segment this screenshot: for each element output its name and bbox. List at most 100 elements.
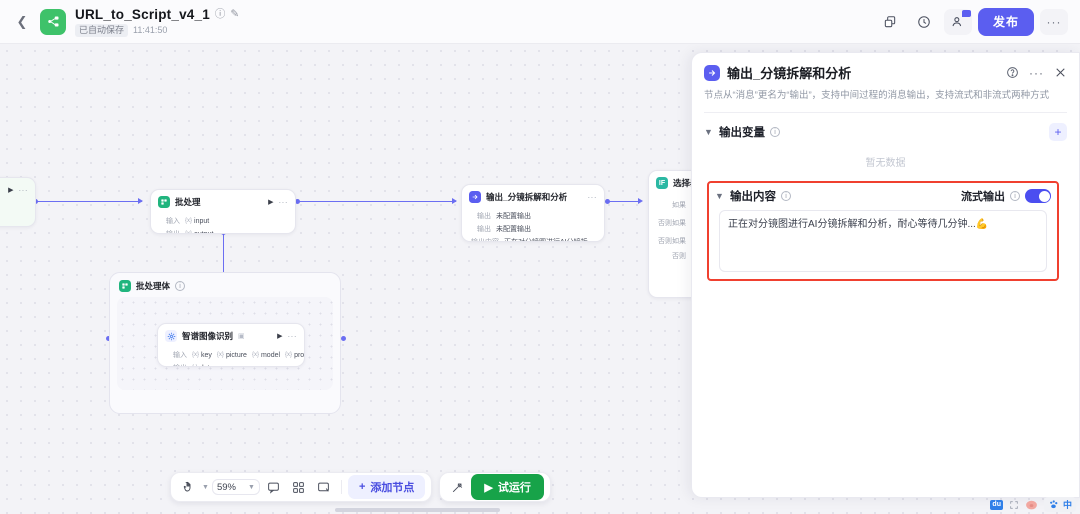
io-label: 输入 [166,218,180,225]
node-io-row: 输出 {x} output [158,229,288,234]
test-run-label: 试运行 [497,482,531,494]
play-icon[interactable]: ▶ [277,333,283,340]
io-value: data [200,365,214,367]
help-circle-icon[interactable] [1006,66,1019,79]
io-value: picture [225,351,247,359]
chevron-down-icon[interactable]: ▼ [704,127,713,137]
io-value: 未配置输出 [496,213,531,220]
ime-indicator[interactable]: 中 [1043,497,1076,512]
edit-icon[interactable]: ✎ [230,7,240,20]
node-more-icon[interactable]: ··· [278,197,288,207]
duplicate-icon[interactable] [876,9,904,35]
toolbar-divider [340,480,342,494]
canvas-toolbar: ▼ 59% ▼ [170,472,551,502]
output-content-editor[interactable]: 正在对分镜图进行AI分镜拆解和分析，耐心等待几分钟...💪 [719,210,1047,272]
section-title: 输出内容 [730,191,776,203]
io-label: 否则如果 [658,237,686,245]
play-icon: ▶ [484,481,493,494]
info-icon[interactable]: ⓘ [214,7,226,20]
close-icon[interactable] [1054,66,1067,79]
io-label: 输出 [158,229,180,233]
magic-wand-icon[interactable] [446,477,468,498]
section-output-content: ▼ 输出内容 i 流式输出 i 正在对分镜图进行AI分镜拆解和分析，耐心等待几分… [692,178,1079,281]
auto-layout-icon[interactable] [288,477,310,498]
node-output-storyboard-analysis[interactable]: 输出_分镜拆解和分析 ··· 输出 未配置输出 输出 未配置输出 输出内容 正在… [461,184,605,242]
test-run-button[interactable]: ▶ 试运行 [471,474,544,500]
group-inner-canvas[interactable]: 智谱图像识别 ▣ ▶ ··· 输入 {x}key {x}picture {x}m… [117,297,333,390]
empty-state-text: 暂无数据 [865,158,906,169]
history-clock-icon[interactable] [910,9,938,35]
play-icon[interactable]: ▶ [268,199,274,206]
info-icon[interactable]: i [1010,191,1020,201]
add-variable-button[interactable]: + [1049,123,1067,141]
node-batch[interactable]: 批处理 ▶ ··· 输入 {x} input 输出 {x} output [150,189,296,234]
panel-subtitle: 节点从“消息”更名为“输出”，支持中间过程的消息输出，支持流式和非流式两种方式 [704,89,1067,113]
collaborators-icon[interactable] [943,8,972,35]
autosave-badge: 已自动保存 [75,23,129,37]
section-output-variables: ▼ 输出变量 i + 暂无数据 [692,113,1079,178]
node-title: 智谱图像识别 [182,331,234,341]
panel-header: 输出_分镜拆解和分析 ··· 节点从“消息”更名为“输出”，支持中间过程的消息输… [692,53,1079,113]
horizontal-scrollbar[interactable] [335,508,500,512]
app-header: ❮ URL_to_Script_v4_1 ⓘ ✎ 已自动保存 11:41:50 [0,0,1080,44]
info-icon[interactable]: i [781,191,791,201]
edge-line [608,201,641,203]
app-logo-icon [40,8,66,35]
node-zhipu-image-recognition[interactable]: 智谱图像识别 ▣ ▶ ··· 输入 {x}key {x}picture {x}m… [157,323,305,367]
io-label: 输入 [173,352,187,359]
cursor-tool-icon[interactable] [177,477,199,498]
io-type: {x} [185,231,193,234]
add-node-label: 添加节点 [370,482,415,494]
zoom-level-select[interactable]: 59% ▼ [211,479,260,495]
io-label: 输出 [477,226,491,233]
node-title: 批处理 [175,197,201,207]
io-value: input [194,217,210,225]
edge-line [223,234,225,282]
system-tray: du 中 [990,497,1076,512]
group-title: 批处理体 [136,281,171,291]
batch-node-icon [158,196,170,208]
node-io-row: 输入 {x}key {x}picture {x}model {x}prompt [165,350,304,360]
stream-output-toggle[interactable] [1025,189,1051,203]
io-label: 如果 [672,201,686,209]
edge-port [605,199,610,204]
plus-icon: + [358,481,366,493]
node-more-icon[interactable]: ··· [18,185,28,195]
more-horizontal-icon[interactable]: ··· [1029,65,1044,80]
io-type: {x} [185,218,193,224]
publish-button[interactable]: 发布 [977,7,1034,36]
header-more-button[interactable]: ··· [1040,8,1068,35]
frame-icon[interactable] [313,477,335,498]
play-icon[interactable]: ▶ [8,187,14,194]
node-batch-body-group[interactable]: 批处理体 i 智谱图像识别 ▣ ▶ ··· [109,272,341,414]
output-node-icon [704,64,720,81]
resize-icon[interactable] [1009,500,1019,510]
edge-line [298,201,456,203]
node-title: 输出_分镜拆解和分析 [486,192,568,202]
io-value: prompt [294,351,305,359]
info-icon[interactable]: i [770,127,780,137]
toolbar-main-group: ▼ 59% ▼ [170,472,433,502]
collaborator-badge [961,9,971,17]
toggle-knob [1038,190,1050,202]
edge-arrow [452,198,457,204]
node-more-icon[interactable]: ··· [587,192,597,202]
back-icon[interactable]: ❮ [16,13,28,29]
node-more-icon[interactable]: ··· [287,331,297,341]
output-content-text: 正在对分镜图进行AI分镜拆解和分析，耐心等待几分钟...💪 [728,219,989,230]
node-partial-left[interactable]: ▶ ··· [0,177,36,227]
io-value: output [194,230,214,234]
edge-port [341,336,346,341]
toolbar-run-group: ▶ 试运行 [439,472,551,502]
node-io-row: 输出 未配置输出 [469,211,597,221]
comment-icon[interactable] [263,477,285,498]
browser-icon[interactable]: du [990,499,1003,510]
highlight-box: ▼ 输出内容 i 流式输出 i 正在对分镜图进行AI分镜拆解和分析，耐心等待几分… [707,181,1059,281]
info-icon[interactable]: i [175,281,186,291]
add-node-button[interactable]: + 添加节点 [347,475,426,499]
chevron-down-icon[interactable]: ▼ [715,191,724,201]
if-condition-icon: IF [656,177,668,189]
panel-title: 输出_分镜拆解和分析 [727,66,852,81]
io-label: 输出内容 [469,237,499,241]
chevron-down-icon[interactable]: ▼ [202,483,209,491]
